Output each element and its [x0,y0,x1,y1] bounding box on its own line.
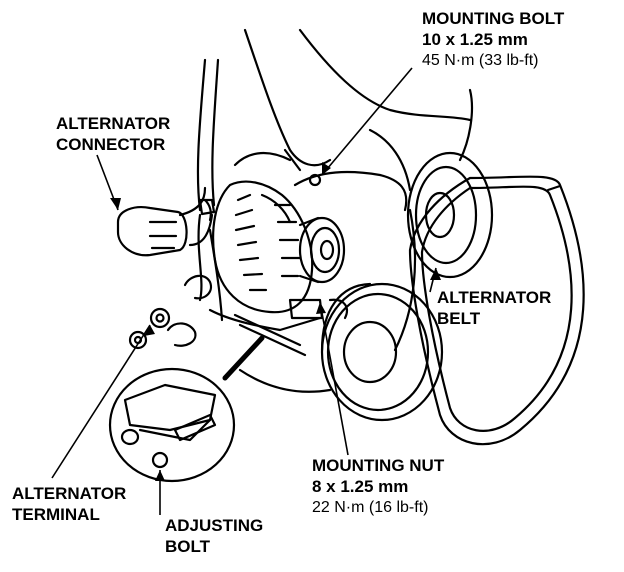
alternator-belt-line2: BELT [437,309,481,328]
mounting-bolt-title: MOUNTING BOLT [422,9,565,28]
adjusting-bolt-line2: BOLT [165,537,211,556]
alternator-terminal-line1: ALTERNATOR [12,484,127,503]
alternator-belt-drawing [408,175,585,446]
alternator-pulley [298,216,346,284]
upper-pulley [406,151,494,279]
adjusting-bolt-line1: ADJUSTING [165,516,264,535]
mounting-nut-leader [319,301,349,456]
label-adjusting-bolt: ADJUSTING BOLT [165,515,263,557]
inset-detail [108,367,236,483]
alternator-connector-line1: ALTERNATOR [56,114,171,133]
alternator-connector-line2: CONNECTOR [56,135,166,154]
leader-arrowheads [110,162,441,481]
mounting-nut-title: MOUNTING NUT [312,456,445,475]
label-alternator-belt: ALTERNATOR BELT [437,287,551,329]
mounting-bolt-size: 10 x 1.25 mm [422,30,528,49]
mounting-bolt-head [308,173,322,187]
alternator-terminal-parts [128,307,197,350]
mounting-bolt-torque: 45 N·m (33 lb-ft) [422,52,539,69]
crankshaft-pulley [320,282,444,422]
terminal-leader [51,324,151,479]
mounting-nut-torque: 22 N·m (16 lb-ft) [312,499,429,516]
label-alternator-connector: ALTERNATOR CONNECTOR [56,113,170,155]
alternator-terminal-line2: TERMINAL [12,505,100,524]
engine-block [196,28,474,393]
alternator-belt-line1: ALTERNATOR [437,288,552,307]
adjusting-bracket [208,298,348,357]
label-alternator-terminal: ALTERNATOR TERMINAL [12,483,126,525]
alternator-connector-plug [116,186,216,257]
mounting-bolt-leader [321,67,413,176]
alternator-body [212,180,314,314]
wiring-harness [183,213,224,322]
label-mounting-bolt: MOUNTING BOLT 10 x 1.25 mm 45 N·m (33 lb… [422,8,564,71]
label-mounting-nut: MOUNTING NUT 8 x 1.25 mm 22 N·m (16 lb-f… [312,455,444,518]
mounting-nut-size: 8 x 1.25 mm [312,477,409,496]
